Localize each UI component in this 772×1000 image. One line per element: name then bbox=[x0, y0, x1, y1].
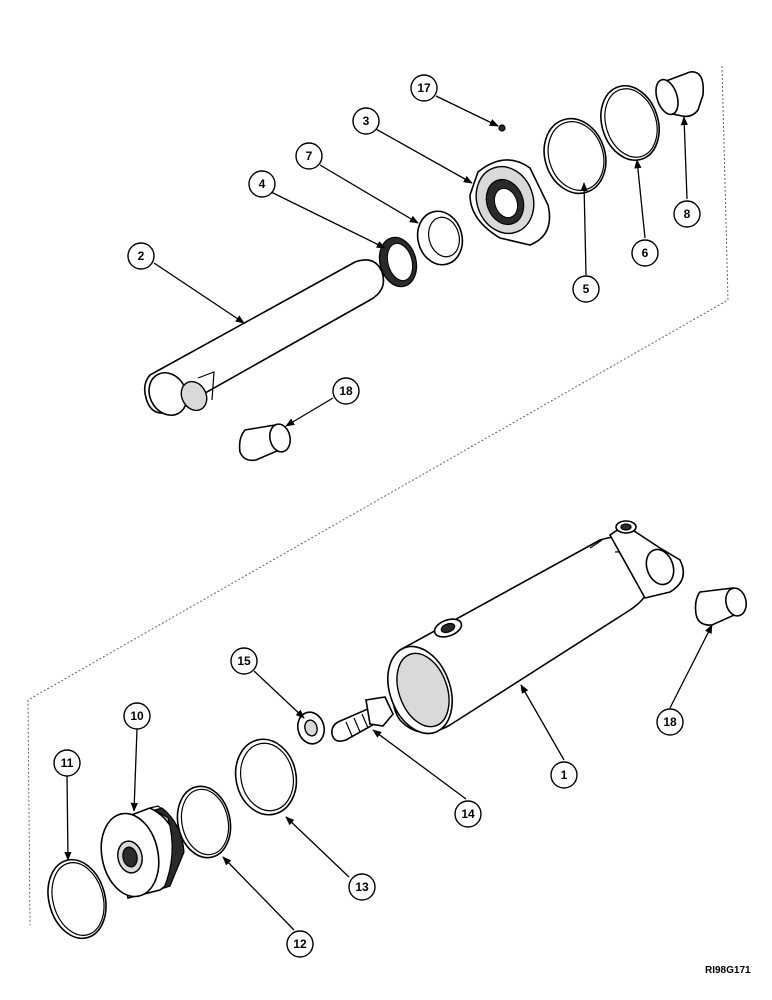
callout-3: 3 bbox=[352, 107, 380, 135]
bushing-part-8 bbox=[655, 71, 705, 118]
svg-text:8: 8 bbox=[684, 207, 691, 221]
svg-text:5: 5 bbox=[583, 282, 590, 296]
ring-part-11 bbox=[47, 858, 107, 940]
svg-text:6: 6 bbox=[642, 246, 649, 260]
o-ring-part-12 bbox=[176, 785, 232, 859]
svg-text:2: 2 bbox=[138, 249, 145, 263]
callout-17: 17 bbox=[410, 74, 438, 102]
svg-text:11: 11 bbox=[61, 756, 74, 770]
callout-11: 11 bbox=[53, 749, 81, 777]
callout-18-lower: 18 bbox=[656, 708, 684, 736]
svg-text:13: 13 bbox=[355, 880, 369, 894]
callout-18-upper: 18 bbox=[332, 377, 360, 405]
callout-5: 5 bbox=[572, 275, 600, 303]
leader-lines bbox=[64, 95, 713, 931]
rod-seal-part-7 bbox=[416, 210, 464, 266]
callout-8: 8 bbox=[673, 200, 701, 228]
ball-part-17 bbox=[498, 124, 506, 132]
barrel-part-1 bbox=[387, 520, 685, 735]
svg-text:3: 3 bbox=[363, 114, 370, 128]
callout-12: 12 bbox=[286, 930, 314, 958]
callout-6: 6 bbox=[631, 239, 659, 267]
svg-text:10: 10 bbox=[130, 709, 144, 723]
callout-14: 14 bbox=[454, 800, 482, 828]
piston-part-10 bbox=[100, 805, 185, 899]
svg-text:18: 18 bbox=[663, 715, 677, 729]
callout-4: 4 bbox=[248, 170, 276, 198]
fitting-part-14 bbox=[331, 696, 394, 742]
backup-ring-part-6 bbox=[600, 85, 660, 161]
gland-part-3 bbox=[469, 159, 551, 246]
svg-text:7: 7 bbox=[306, 149, 313, 163]
svg-text:12: 12 bbox=[293, 937, 307, 951]
svg-text:15: 15 bbox=[237, 654, 251, 668]
svg-text:17: 17 bbox=[417, 81, 431, 95]
seal-ring-part-13 bbox=[234, 738, 298, 816]
callout-10: 10 bbox=[123, 702, 151, 730]
svg-text:1: 1 bbox=[561, 768, 568, 782]
washer-part-15 bbox=[296, 711, 326, 745]
callout-13: 13 bbox=[348, 873, 376, 901]
assembly-centerline bbox=[27, 65, 729, 926]
pin-part-18-lower bbox=[694, 587, 748, 626]
wiper-seal-part-4 bbox=[378, 236, 418, 288]
drawing-reference-label: RI98G171 bbox=[705, 965, 751, 976]
callout-1: 1 bbox=[550, 761, 578, 789]
svg-text:18: 18 bbox=[339, 384, 353, 398]
svg-text:4: 4 bbox=[259, 177, 266, 191]
callout-15: 15 bbox=[230, 647, 258, 675]
pin-part-18-upper bbox=[238, 423, 292, 462]
callout-2: 2 bbox=[127, 242, 155, 270]
callout-7: 7 bbox=[295, 142, 323, 170]
o-ring-part-5 bbox=[543, 117, 607, 195]
piston-rod-part-2 bbox=[143, 259, 385, 416]
svg-text:14: 14 bbox=[461, 807, 475, 821]
